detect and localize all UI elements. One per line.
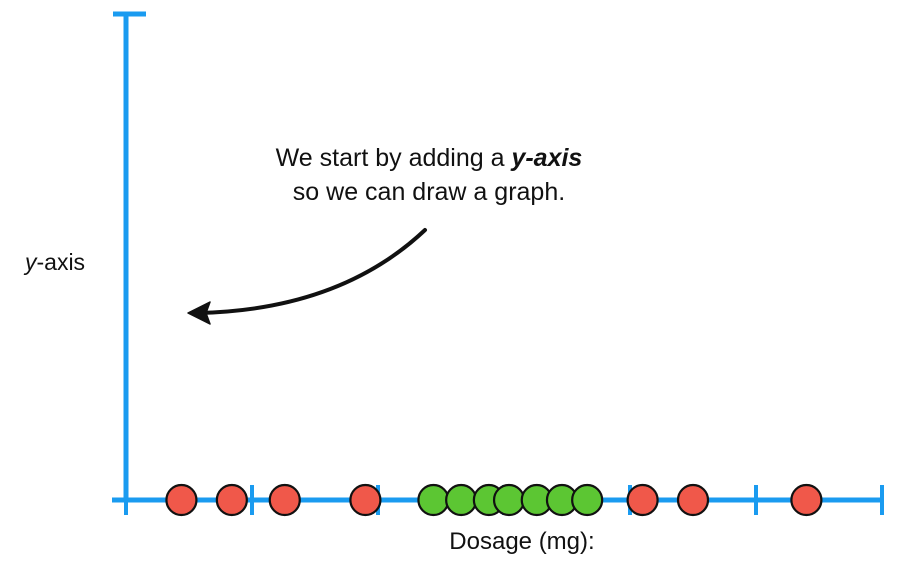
not-cured-point bbox=[676, 483, 710, 517]
not-cured-point bbox=[790, 483, 823, 517]
arrow-head-icon bbox=[187, 301, 211, 325]
not-cured-point bbox=[626, 483, 659, 517]
cured-point bbox=[445, 483, 478, 517]
annotation-arrow bbox=[196, 228, 427, 315]
not-cured-point bbox=[215, 483, 248, 517]
y-axis-label-italic: y bbox=[23, 249, 38, 275]
not-cured-point bbox=[165, 483, 198, 517]
data-points bbox=[165, 483, 823, 517]
cured-point bbox=[571, 483, 604, 517]
y-axis-label-rest: -axis bbox=[37, 249, 86, 275]
cured-point bbox=[492, 483, 526, 517]
annotation-line-2: so we can draw a graph. bbox=[293, 178, 565, 206]
x-axis-label: Dosage (mg): bbox=[449, 528, 594, 555]
not-cured-point bbox=[268, 483, 301, 517]
cured-point bbox=[417, 483, 450, 517]
annotation-line-1-emphasis: y-axis bbox=[509, 144, 582, 172]
y-axis-label: y-axis bbox=[23, 249, 85, 275]
not-cured-point bbox=[349, 483, 382, 517]
annotation-line-1: We start by adding a y-axis bbox=[276, 144, 583, 172]
annotation-line-1-text: We start by adding a bbox=[276, 144, 512, 172]
